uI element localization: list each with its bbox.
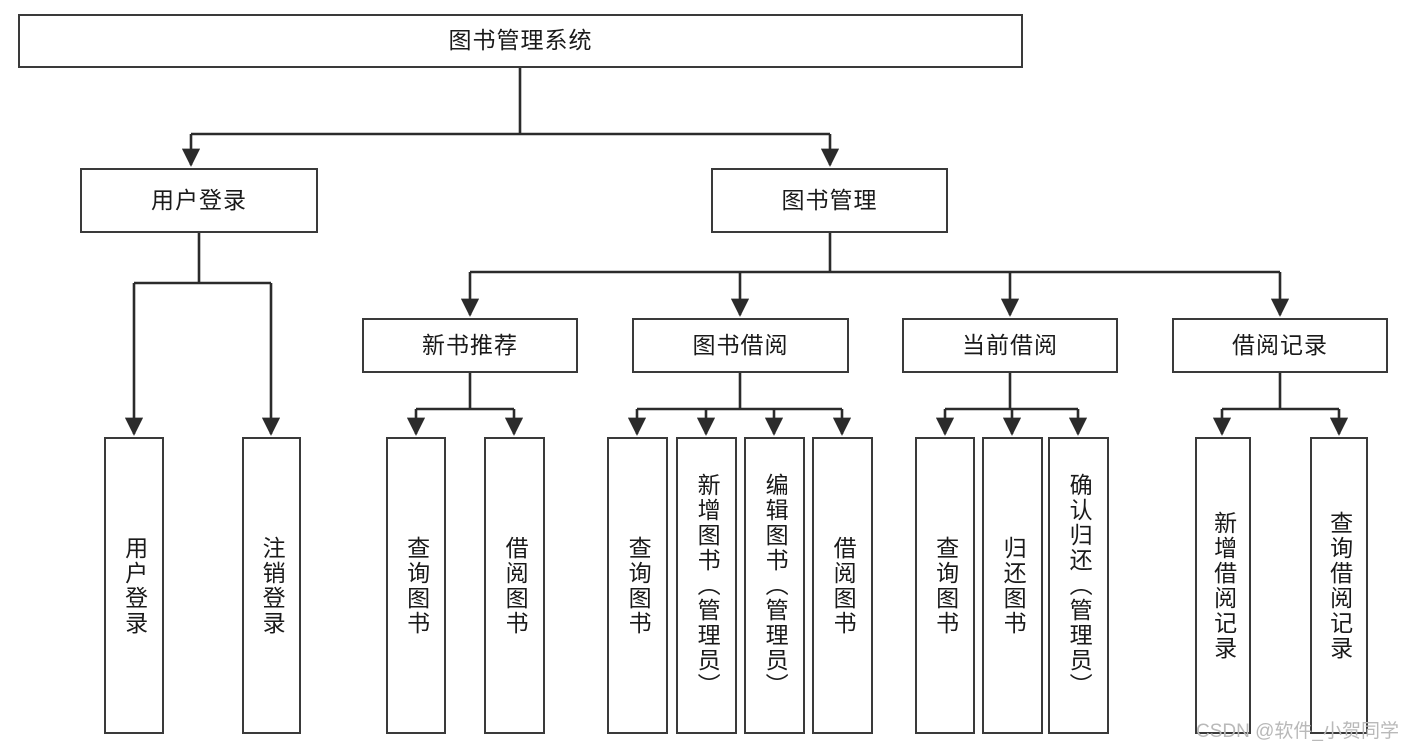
node-book-borrow[interactable]: 图书借阅 (632, 318, 849, 373)
node-leaf-query-book-2[interactable]: 查询图书 (607, 437, 668, 734)
node-leaf-query-book-3[interactable]: 查询图书 (915, 437, 975, 734)
node-leaf-borrow-book-1[interactable]: 借阅图书 (484, 437, 545, 734)
csdn-watermark: CSDN @软件_小贺同学 (1196, 721, 1399, 742)
node-new-book-recommend[interactable]: 新书推荐 (362, 318, 578, 373)
node-borrow-record[interactable]: 借阅记录 (1172, 318, 1388, 373)
node-leaf-add-book[interactable]: 新增图书（管理员） (676, 437, 737, 734)
node-root[interactable]: 图书管理系统 (18, 14, 1023, 68)
node-current-borrow[interactable]: 当前借阅 (902, 318, 1118, 373)
node-leaf-return-book[interactable]: 归还图书 (982, 437, 1043, 734)
node-leaf-add-record[interactable]: 新增借阅记录 (1195, 437, 1251, 734)
node-user-login[interactable]: 用户登录 (80, 168, 318, 233)
node-leaf-user-logout[interactable]: 注销登录 (242, 437, 301, 734)
node-leaf-query-record[interactable]: 查询借阅记录 (1310, 437, 1368, 734)
node-leaf-user-login[interactable]: 用户登录 (104, 437, 164, 734)
node-leaf-query-book-1[interactable]: 查询图书 (386, 437, 446, 734)
node-book-manage[interactable]: 图书管理 (711, 168, 948, 233)
node-leaf-borrow-book-2[interactable]: 借阅图书 (812, 437, 873, 734)
node-leaf-confirm-return[interactable]: 确认归还（管理员） (1048, 437, 1109, 734)
node-leaf-edit-book[interactable]: 编辑图书（管理员） (744, 437, 805, 734)
